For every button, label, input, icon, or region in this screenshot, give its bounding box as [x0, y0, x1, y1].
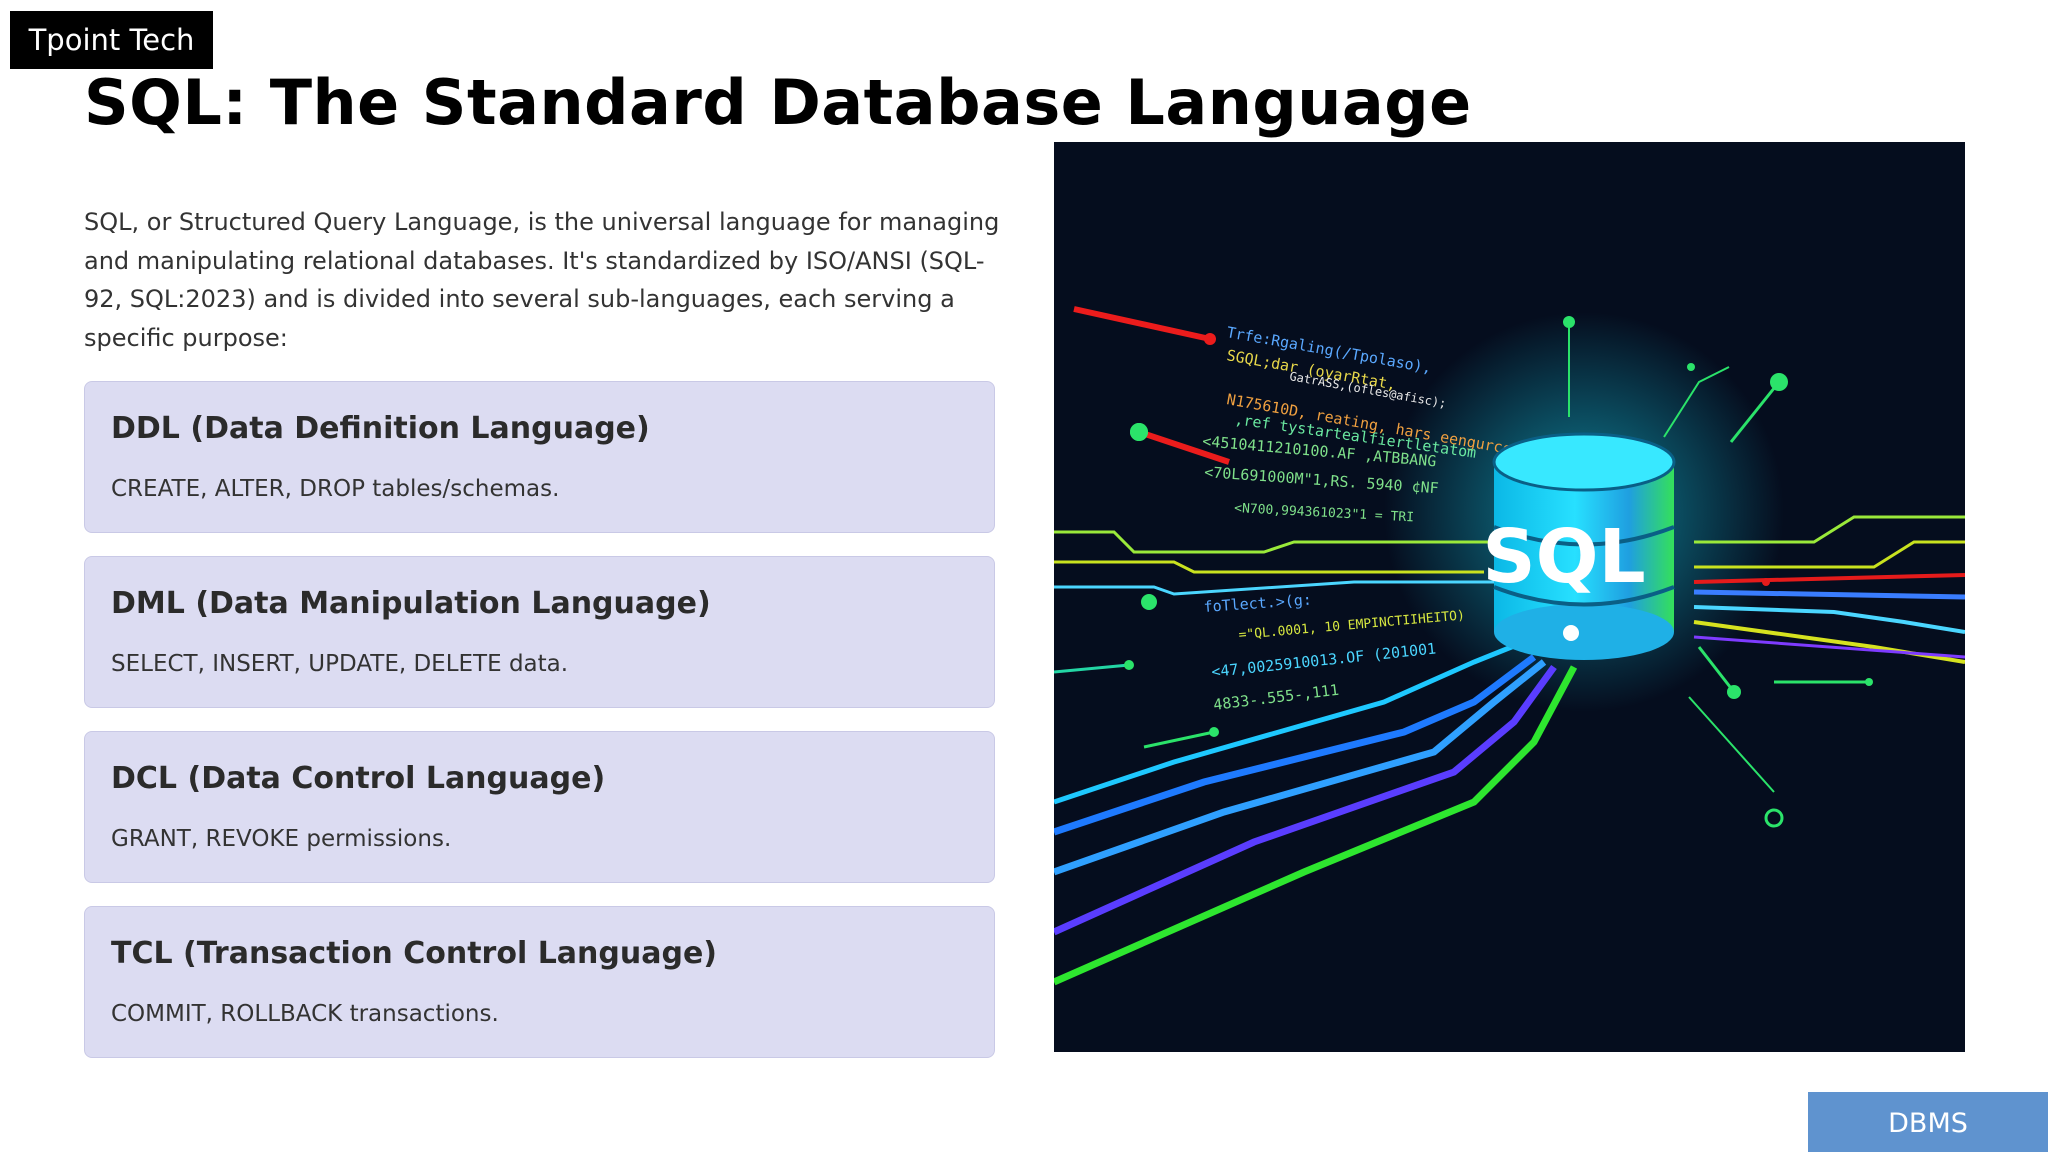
card-title: DCL (Data Control Language) [111, 761, 606, 796]
card-dml: DML (Data Manipulation Language) SELECT,… [84, 556, 995, 708]
card-description: GRANT, REVOKE permissions. [111, 826, 452, 852]
card-tcl: TCL (Transaction Control Language) COMMI… [84, 906, 995, 1058]
card-title: TCL (Transaction Control Language) [111, 936, 718, 971]
card-title: DML (Data Manipulation Language) [111, 586, 711, 621]
card-description: CREATE, ALTER, DROP tables/schemas. [111, 476, 560, 502]
cylinder-label: SQL [1482, 514, 1645, 600]
sublanguage-cards: DDL (Data Definition Language) CREATE, A… [84, 381, 995, 1081]
card-title: DDL (Data Definition Language) [111, 411, 650, 446]
page-title: SQL: The Standard Database Language [84, 66, 1472, 139]
intro-paragraph: SQL, or Structured Query Language, is th… [84, 208, 1000, 352]
sql-database-illustration: Trfe:Rgaling(/Tpolaso), SGQL;dar (oyarRt… [1054, 142, 1965, 1052]
footer-badge: DBMS [1808, 1092, 2048, 1152]
card-description: COMMIT, ROLLBACK transactions. [111, 1001, 499, 1027]
database-cylinder-icon: SQL [1482, 432, 1676, 660]
card-ddl: DDL (Data Definition Language) CREATE, A… [84, 381, 995, 533]
brand-label: Tpoint Tech [10, 11, 213, 69]
card-description: SELECT, INSERT, UPDATE, DELETE data. [111, 651, 569, 677]
card-dcl: DCL (Data Control Language) GRANT, REVOK… [84, 731, 995, 883]
sql-illustration: Trfe:Rgaling(/Tpolaso), SGQL;dar (oyarRt… [1054, 142, 1965, 1052]
